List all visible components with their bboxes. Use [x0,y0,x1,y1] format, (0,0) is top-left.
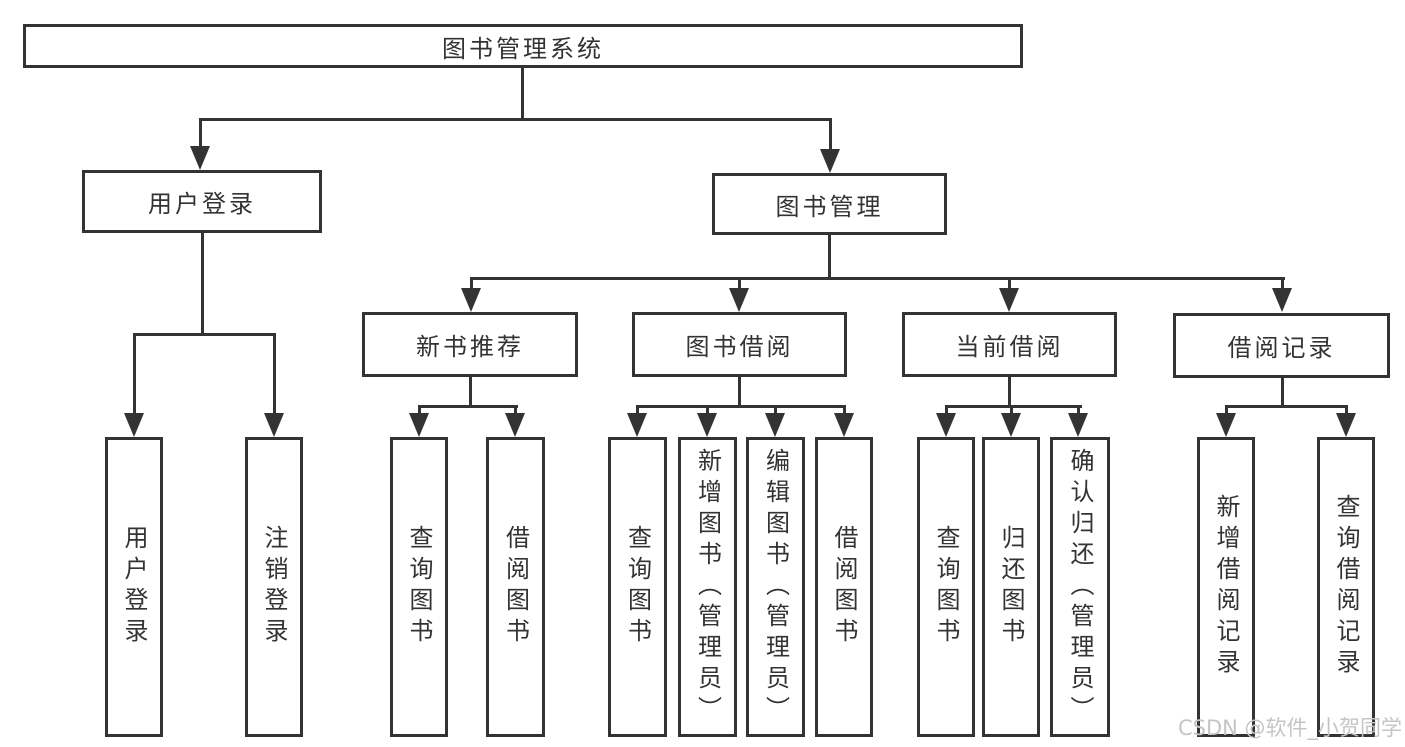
connector-recommend-stem [469,375,472,408]
connector-to-login-leaf [133,333,136,415]
connector-user-login-bar [133,333,276,336]
arrowhead [264,413,284,437]
connector-to-logout-leaf [273,333,276,415]
node-leaf-recommend-borrow: 借阅图书 [486,437,545,737]
connector-book-management-stem [828,233,831,280]
arrowhead [190,146,210,170]
connector-to-user-login [199,118,202,148]
node-book-borrowing: 图书借阅 [632,312,847,377]
connector-current-stem [1008,375,1011,408]
connector-leaf [1010,405,1013,417]
arrowhead [1336,413,1356,437]
connector-records-bar [1225,405,1348,408]
connector-leaf [1077,405,1080,417]
node-book-management: 图书管理 [712,173,947,235]
node-root: 图书管理系统 [23,24,1023,68]
connector-to-current [1008,277,1011,290]
node-new-book-recommendation: 新书推荐 [362,312,578,377]
connector-current-bar [945,405,1082,408]
connector-leaf [418,405,421,417]
connector-records-stem [1281,375,1284,408]
node-leaf-current-query: 查询图书 [917,437,975,737]
connector-leaf [706,405,709,417]
node-leaf-user-login: 用户登录 [105,437,163,737]
arrowhead [936,413,956,437]
node-leaf-current-confirm: 确认归还（管理员） [1050,437,1110,737]
arrowhead [1272,288,1292,312]
connector-leaf [945,405,948,417]
arrowhead [729,288,749,312]
connector-leaf [843,405,846,417]
connector-user-login-stem [201,231,204,336]
node-leaf-borrowing-query: 查询图书 [608,437,667,737]
connector-to-book-management [829,118,832,150]
connector-leaf [774,405,777,417]
node-leaf-logout: 注销登录 [245,437,303,737]
arrowhead [124,413,144,437]
arrowhead [697,413,717,437]
node-leaf-recommend-query: 查询图书 [390,437,448,737]
arrowhead [834,413,854,437]
arrowhead [409,413,429,437]
connector-leaf [1345,405,1348,417]
connector-recommend-bar [418,405,518,408]
arrowhead [627,413,647,437]
node-leaf-records-query: 查询借阅记录 [1317,437,1375,737]
connector-root-bar [199,118,832,121]
arrowhead [765,413,785,437]
connector-borrowing-bar [636,405,846,408]
node-leaf-borrowing-add: 新增图书（管理员） [678,437,737,737]
arrowhead [999,288,1019,312]
arrowhead [461,288,481,312]
connector-to-records [1281,277,1284,290]
arrowhead [1068,413,1088,437]
connector-leaf [636,405,639,417]
node-leaf-current-return: 归还图书 [982,437,1040,737]
node-leaf-records-add: 新增借阅记录 [1197,437,1255,737]
node-borrowing-records: 借阅记录 [1173,313,1390,378]
arrowhead [820,149,840,173]
arrowhead [1001,413,1021,437]
arrowhead [505,413,525,437]
csdn-watermark: CSDN @软件_小贺同学 [1178,716,1403,740]
connector-root-stem [521,67,524,121]
connector-leaf [514,405,517,417]
connector-leaf [1225,405,1228,417]
arrowhead [1216,413,1236,437]
connector-borrowing-stem [738,375,741,408]
node-current-borrowing: 当前借阅 [902,312,1117,377]
node-leaf-borrowing-edit: 编辑图书（管理员） [746,437,805,737]
connector-to-recommend [470,277,473,290]
connector-to-borrowing [738,277,741,290]
node-leaf-borrowing-borrow: 借阅图书 [815,437,873,737]
node-user-login: 用户登录 [82,170,322,233]
connector-level3-bar [470,277,1285,280]
